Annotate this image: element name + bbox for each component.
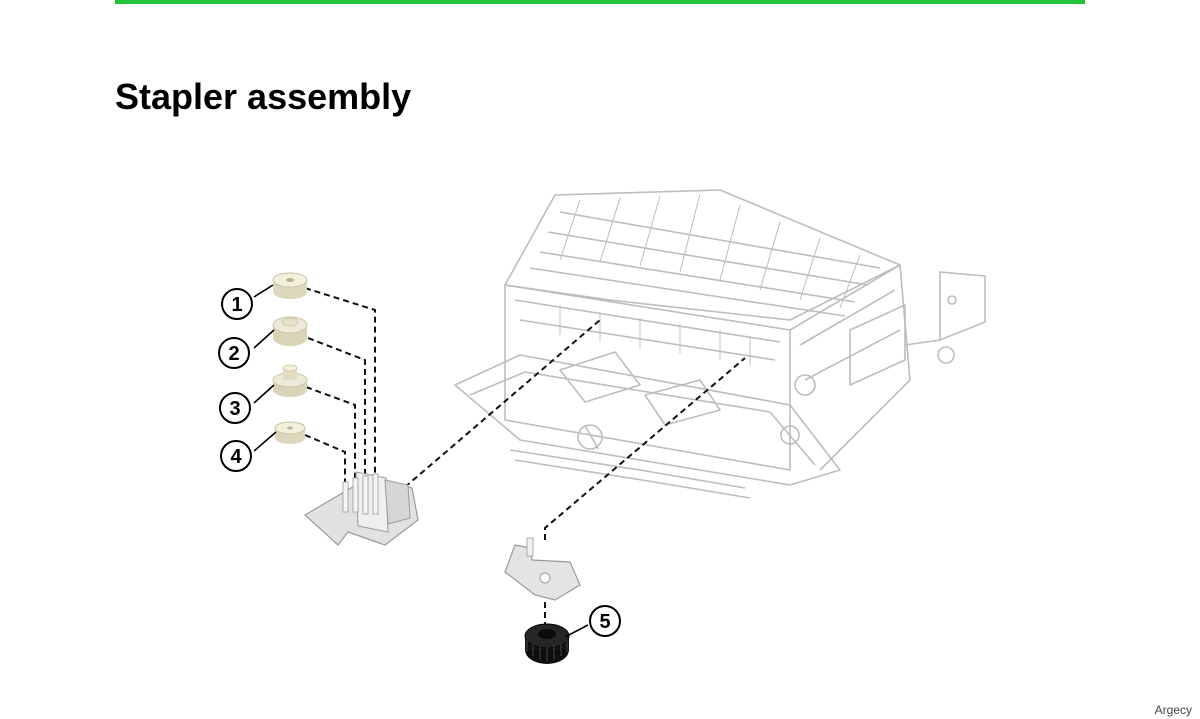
part-1-gear [272, 272, 308, 299]
callout-3-number: 3 [229, 398, 240, 420]
callout-5-number: 5 [599, 611, 610, 633]
callout-4-number: 4 [230, 446, 242, 468]
leader-lines [304, 287, 746, 630]
stapler-bracket [303, 471, 419, 546]
part-4-gear [274, 421, 306, 444]
top-accent-rule [115, 0, 1085, 4]
callout-3: 3 [219, 392, 251, 424]
callout-leaders [253, 284, 589, 638]
callout-4: 4 [220, 440, 252, 472]
part-5-gear [524, 623, 570, 664]
callout-2-number: 2 [228, 343, 239, 365]
callout-5: 5 [589, 605, 621, 637]
callout-2: 2 [218, 337, 250, 369]
part-3-gear [272, 364, 308, 397]
gear-bracket [504, 537, 581, 601]
callout-1-number: 1 [231, 294, 242, 316]
page-title: Stapler assembly [115, 76, 412, 117]
part-2-gear [272, 316, 308, 346]
printer-frame [454, 189, 986, 499]
watermark: Argecy [1154, 703, 1192, 717]
callout-1: 1 [221, 288, 253, 320]
